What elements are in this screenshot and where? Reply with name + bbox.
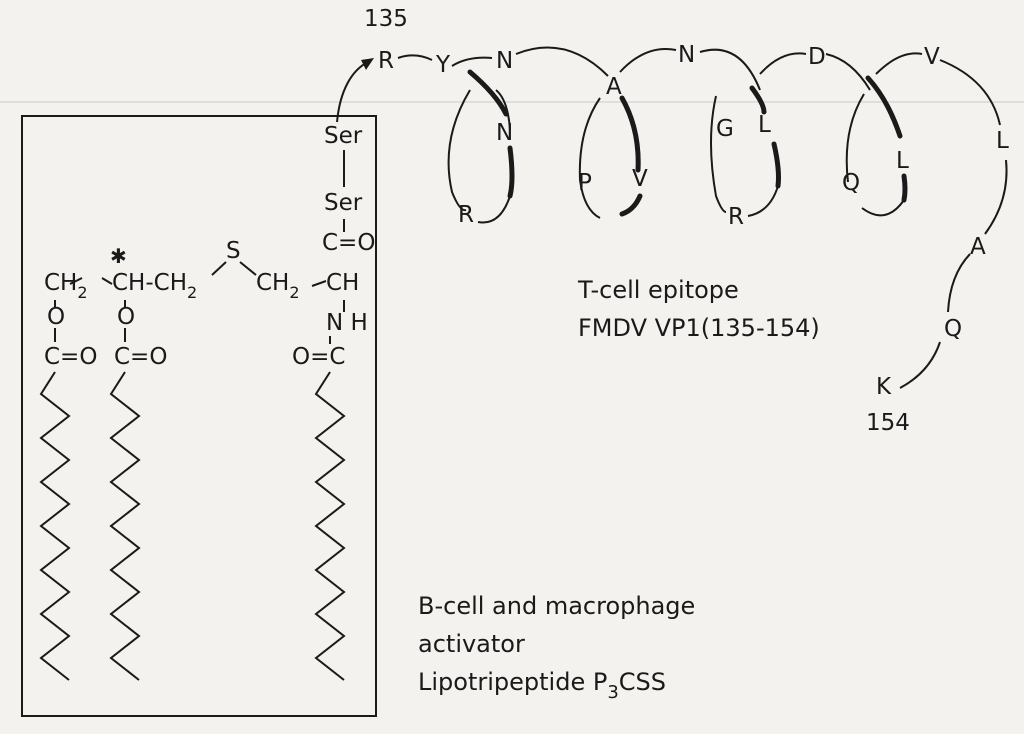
- residue-1: R: [378, 48, 394, 74]
- lipopeptide-box: [21, 115, 377, 717]
- carbonyl-center-label: C=O: [114, 344, 168, 370]
- residue-5: R: [458, 202, 474, 228]
- tcell-caption-line1: T-cell epitope: [578, 276, 739, 304]
- residue-3: N: [496, 48, 513, 74]
- residue-number-end: 154: [866, 410, 910, 436]
- ser-top-label: Ser: [324, 123, 363, 149]
- carbonyl-left-label: C=O: [44, 344, 98, 370]
- ch-center-label: CH-CH2: [112, 270, 198, 302]
- residue-10: G: [716, 116, 734, 142]
- residue-17: L: [996, 128, 1009, 154]
- chiral-center-icon: ✱: [110, 244, 127, 268]
- residue-7: P: [578, 170, 592, 196]
- residue-9: N: [678, 42, 695, 68]
- residue-11: L: [758, 112, 771, 138]
- residue-15: L: [896, 148, 909, 174]
- residue-16: V: [924, 44, 940, 70]
- residue-6: A: [606, 74, 622, 100]
- fatty-acid-chain-3: [314, 371, 346, 681]
- residue-13: D: [808, 44, 826, 70]
- bcell-caption-line2: activator: [418, 630, 525, 658]
- oxygen-left-label: O: [47, 304, 66, 330]
- residue-12: R: [728, 204, 744, 230]
- fatty-acid-chain-2: [109, 371, 141, 681]
- bcell-caption-line1: B-cell and macrophage: [418, 592, 696, 620]
- ch2-right-mid-label: CH2: [256, 270, 300, 302]
- residue-4: N: [496, 120, 513, 146]
- residue-2: Y: [435, 52, 451, 78]
- sulfur-atom-label: S: [226, 238, 241, 264]
- ch-right-label: CH: [326, 270, 360, 296]
- helix-front: [467, 69, 908, 217]
- residue-18: A: [970, 234, 986, 260]
- ser-mid-label: Ser: [324, 190, 363, 216]
- helix-backbone: [397, 46, 1008, 389]
- residue-number-start: 135: [364, 6, 408, 32]
- residue-14: Q: [842, 170, 860, 196]
- arrow-head-icon: [361, 58, 374, 70]
- oxygen-center-label: O: [117, 304, 136, 330]
- residue-20: K: [876, 374, 892, 400]
- nh-label: N H: [326, 310, 368, 336]
- carbonyl-right-label: C=O: [322, 230, 376, 256]
- residue-8: V: [632, 166, 648, 192]
- ch2-left-label: CH2: [44, 270, 88, 302]
- fatty-acid-chain-1: [39, 371, 71, 681]
- tcell-caption-line2: FMDV VP1(135-154): [578, 314, 820, 342]
- bcell-caption-line3: Lipotripeptide P3CSS: [418, 668, 667, 703]
- link-arrow: [336, 61, 369, 123]
- bonds: [54, 150, 345, 344]
- oc-right-label: O=C: [292, 344, 346, 370]
- residue-19: Q: [944, 316, 962, 342]
